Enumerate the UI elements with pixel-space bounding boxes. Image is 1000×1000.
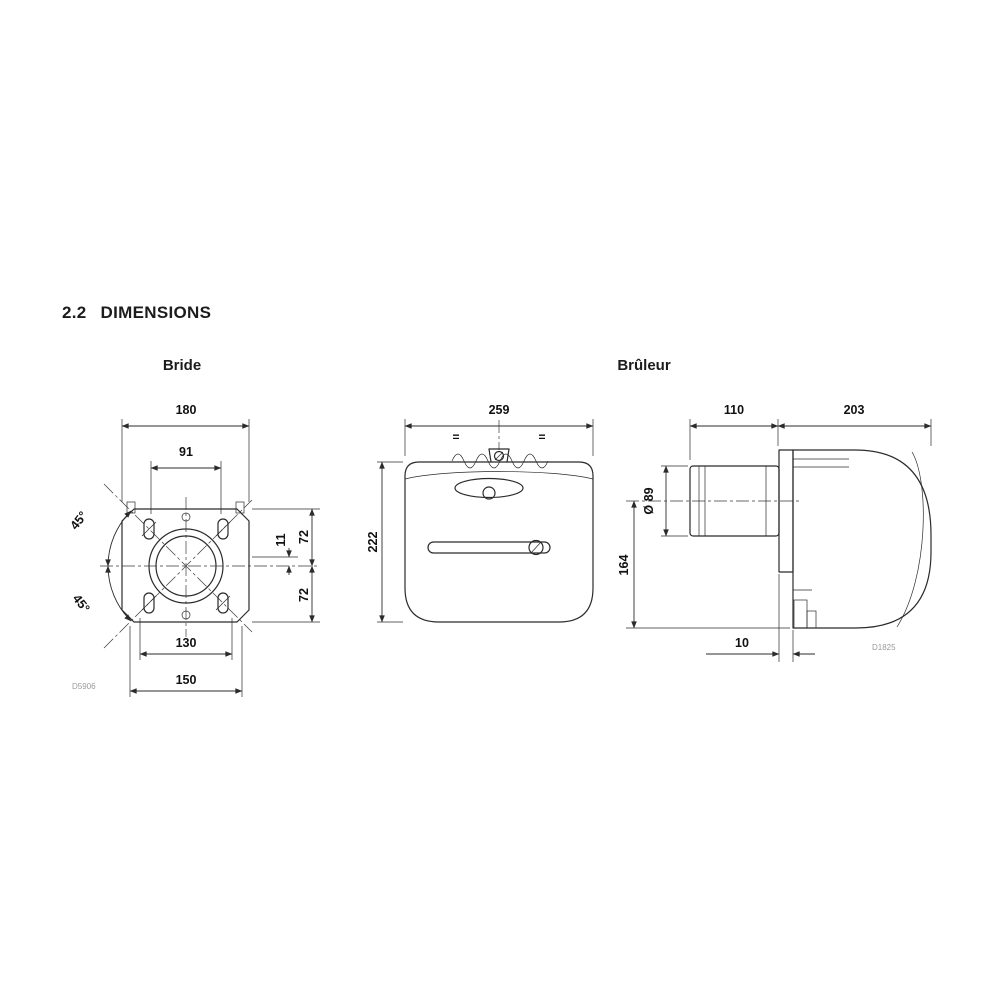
sight-knob <box>482 486 496 500</box>
dim-tube-length: 110 <box>689 403 779 460</box>
dim-label-130: 130 <box>176 636 197 650</box>
dim-label-259: 259 <box>489 403 510 417</box>
dim-overall-width: 180 <box>121 403 250 502</box>
cover-screw-slot <box>494 451 504 461</box>
adjust-slot <box>427 541 551 554</box>
dim-label-222: 222 <box>366 532 380 553</box>
dim-label-164: 164 <box>617 555 631 576</box>
body-inner-curve <box>896 451 924 628</box>
dim-label-203: 203 <box>844 403 865 417</box>
bruleur-label: Brûleur <box>617 357 671 374</box>
symmetry-mark-right: = <box>538 430 545 444</box>
terminal-block-2 <box>806 610 817 629</box>
dim-inner-width: 91 <box>150 445 222 514</box>
cover-clip <box>488 448 510 463</box>
dim-front-height: 222 <box>366 461 403 623</box>
dim-label-10: 10 <box>735 636 749 650</box>
cover-screw <box>493 450 505 462</box>
dim-bottom-width: 150 <box>129 626 243 697</box>
dim-label-180: 180 <box>176 403 197 417</box>
symmetry-mark-left: = <box>452 430 459 444</box>
adjust-screw <box>528 539 544 556</box>
dim-bolt-spacing: 130 <box>139 618 233 660</box>
dim-front-width: 259 = = <box>404 403 594 456</box>
flange-tab-right <box>235 501 245 514</box>
dim-label-72-lower: 72 <box>297 588 311 602</box>
drawing-code-side: D1825 <box>872 643 896 652</box>
dim-body-length: 203 <box>777 403 932 446</box>
terminal-block-1 <box>793 599 808 629</box>
dim-flange-offset: 10 <box>706 574 815 662</box>
cover-seam <box>404 471 594 480</box>
dim-label-91: 91 <box>179 445 193 459</box>
dim-upper-half: 72 <box>252 508 320 567</box>
section-title: DIMENSIONS <box>100 303 212 322</box>
bride-view: 180 91 <box>68 403 320 697</box>
mounting-flange <box>778 449 794 573</box>
dim-label-11: 11 <box>274 533 288 546</box>
dim-lower-half: 72 <box>252 565 320 623</box>
sight-opening <box>454 477 524 499</box>
front-view: 259 = = 222 <box>366 403 594 623</box>
section-heading: 2.2 DIMENSIONS <box>62 303 211 323</box>
dim-label-45-lower: 45° <box>70 592 93 616</box>
section-number: 2.2 <box>62 303 87 322</box>
flange-slots <box>141 512 231 620</box>
dim-label-72-upper: 72 <box>297 530 311 544</box>
burner-front-body <box>404 461 594 623</box>
adjust-screw-slot <box>530 541 542 554</box>
flange-centerlines <box>100 483 320 649</box>
dim-label-diameter-89: Ø 89 <box>642 487 656 514</box>
drawing-code-bride: D5906 <box>72 682 96 691</box>
dim-offset: 11 <box>252 533 298 575</box>
dim-label-150: 150 <box>176 673 197 687</box>
dim-label-45-upper: 45° <box>68 509 91 533</box>
side-view: 110 203 Ø 89 <box>617 403 932 662</box>
dim-axis-height: 164 <box>617 500 790 629</box>
bride-label: Bride <box>162 357 202 374</box>
dim-label-110: 110 <box>724 403 744 417</box>
dim-tube-diameter: Ø 89 <box>642 465 688 537</box>
burner-side-body <box>792 449 932 629</box>
